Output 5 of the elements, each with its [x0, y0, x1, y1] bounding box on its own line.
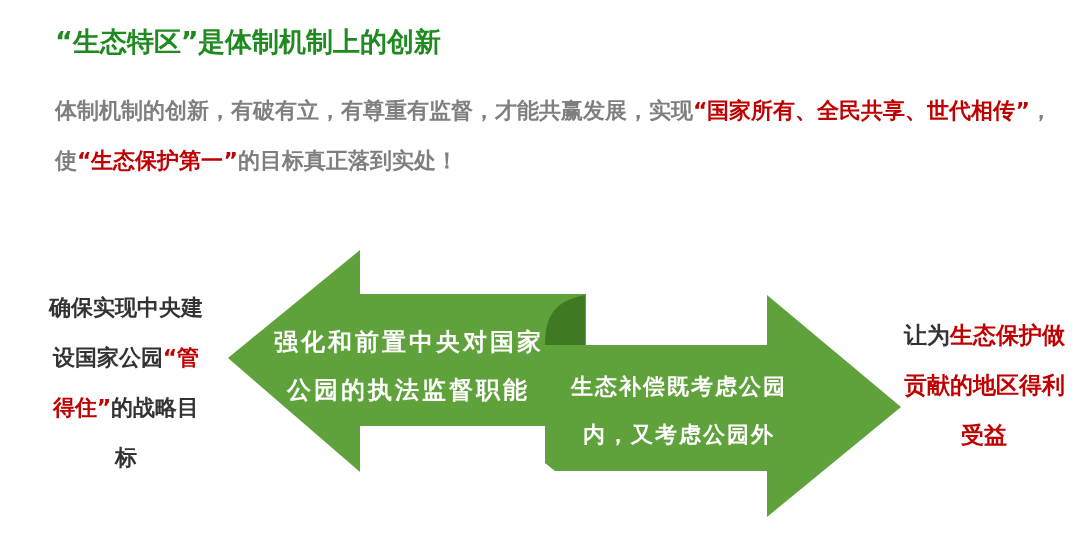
- intro-text: 体制机制的创新，有破有立，有尊重有监督，才能共赢发展，实现“国家所有、全民共享、世代相传”，使“生态保护第一”的目标真正落到实处！: [55, 97, 1053, 175]
- goal-text: 确保实现中央建设国家公园“管得住”的战略目标: [47, 294, 204, 472]
- title: “生态特区”是体制机制上的创新: [55, 25, 442, 59]
- right-arrow: 生态补偿既考虑公园内，又考虑公园外: [545, 295, 901, 517]
- benefit-text: 让为生态保护做贡献的地区得利受益: [902, 321, 1066, 450]
